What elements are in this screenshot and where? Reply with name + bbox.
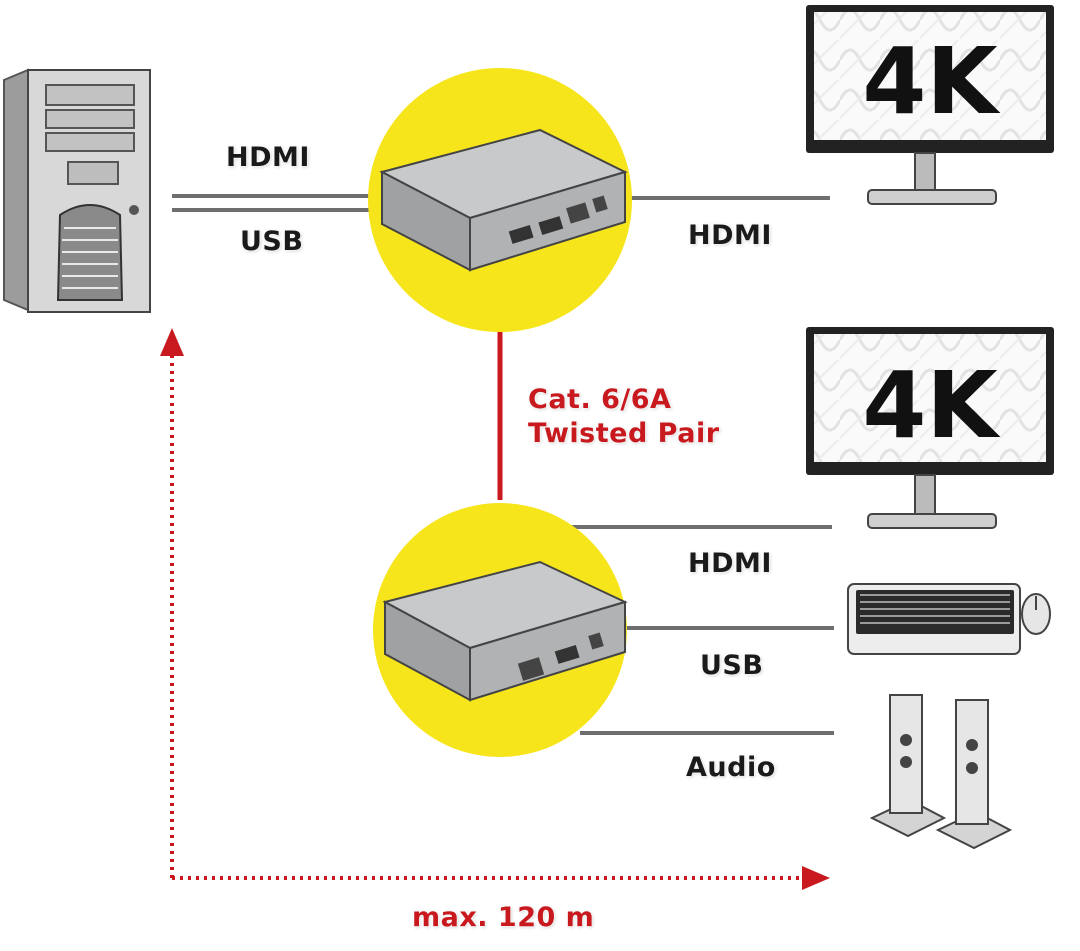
keyboard-icon xyxy=(847,583,1021,655)
remote-usb-label: USB xyxy=(700,650,764,681)
monitor-bottom-screen-text: 4K xyxy=(862,352,1001,459)
source-usb-label: USB xyxy=(240,226,304,257)
speakers-icon xyxy=(869,694,1013,850)
local-extender-unit xyxy=(368,68,632,332)
mouse-icon xyxy=(1021,593,1051,635)
distance-arrows xyxy=(160,328,830,890)
right-arrowhead-icon xyxy=(802,866,830,890)
remote-audio-label: Audio xyxy=(686,752,776,783)
monitor-top-screen-text: 4K xyxy=(862,28,1001,135)
pc-tower-icon xyxy=(3,68,151,313)
local-hdmi-label: HDMI xyxy=(688,220,772,251)
remote-hdmi-label: HDMI xyxy=(688,548,772,579)
monitor-bottom-icon: 4K xyxy=(806,327,1054,529)
cable-type-label: Twisted Pair xyxy=(528,418,720,449)
cables xyxy=(172,194,834,735)
source-hdmi-label: HDMI xyxy=(226,142,310,173)
remote-extender-unit xyxy=(373,503,628,757)
distance-label: max. 120 m xyxy=(412,902,595,933)
monitor-top-icon: 4K xyxy=(806,5,1054,205)
cable-category-label: Cat. 6/6A xyxy=(528,384,672,415)
up-arrowhead-icon xyxy=(160,328,184,356)
